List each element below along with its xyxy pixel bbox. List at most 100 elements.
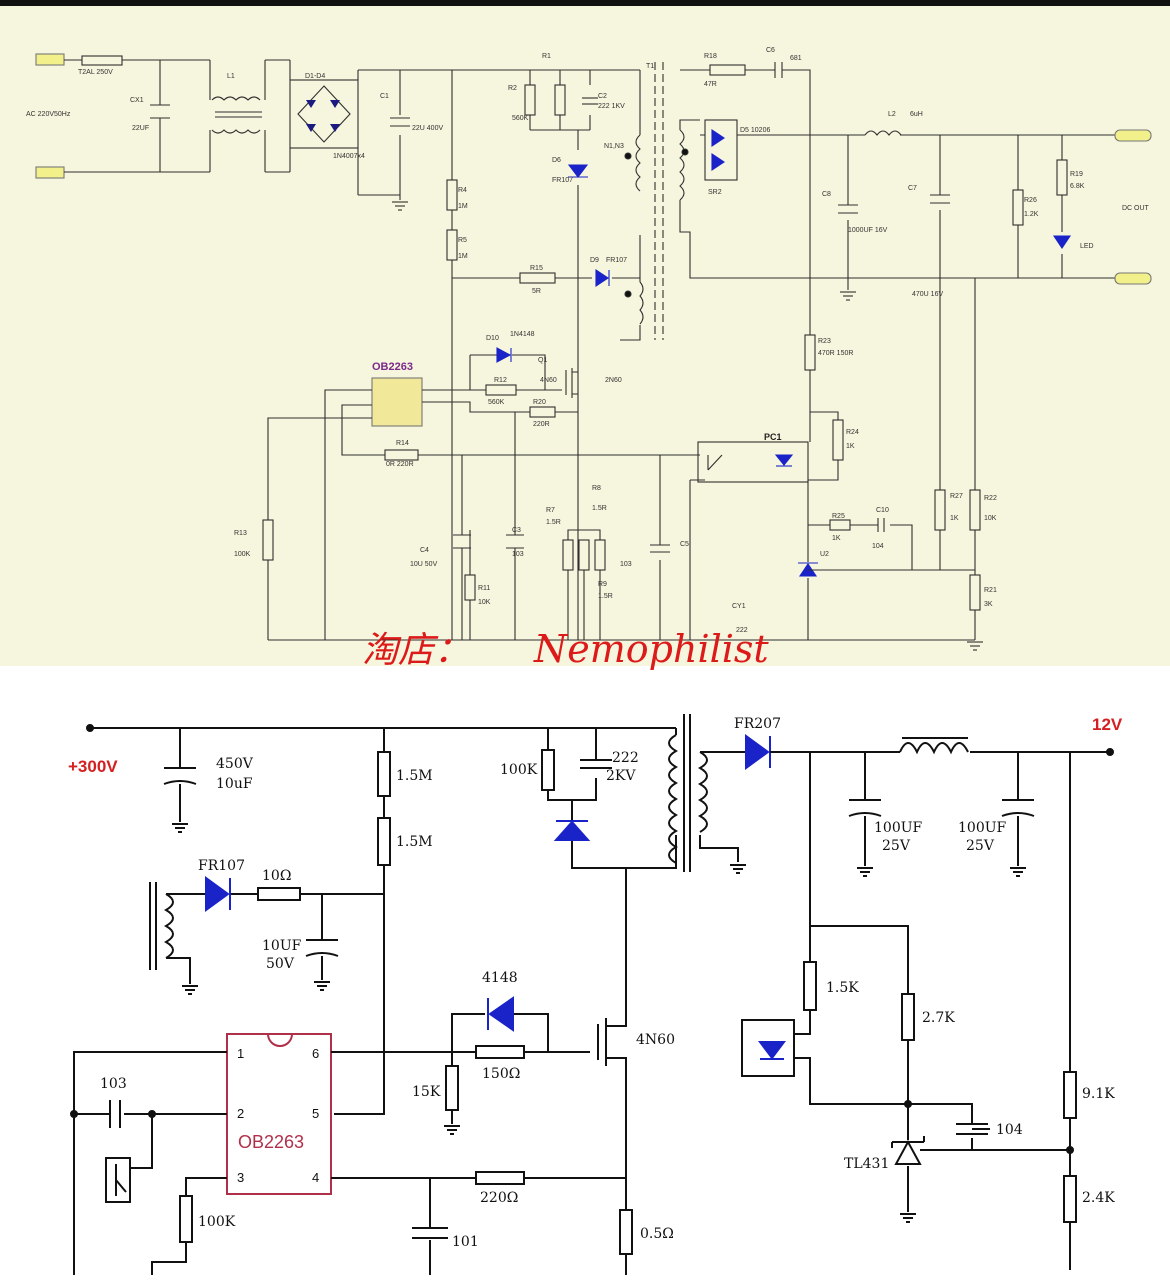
ref-led: LED xyxy=(1080,243,1094,250)
ref-cx1: CX1 xyxy=(130,97,144,104)
top-optocoupler-pc1 xyxy=(689,441,809,640)
divider-lower-label: 2.4K xyxy=(1082,1190,1115,1206)
bottom-aux-winding xyxy=(149,882,384,995)
pin3-resistor-label: 100K xyxy=(198,1214,236,1230)
input-cap-value: 10uF xyxy=(216,776,253,792)
ac-input-terminal-n xyxy=(35,166,65,179)
r18-value: 47R xyxy=(704,81,717,88)
ref-r20: R20 xyxy=(533,399,546,406)
output-cap1-voltage: 25V xyxy=(882,838,911,854)
output-diode-label: FR207 xyxy=(734,716,781,732)
ref-r2: R2 xyxy=(508,85,517,92)
ref-c3: C3 xyxy=(512,527,521,534)
ref-r24: R24 xyxy=(846,429,859,436)
top-border-bar xyxy=(0,0,1170,6)
ref-cy1: CY1 xyxy=(732,603,746,610)
ref-r12: R12 xyxy=(494,377,507,384)
dc-output-terminal-pos xyxy=(1114,129,1152,142)
ref-q1: Q1 xyxy=(538,357,547,364)
ref-r11: R11 xyxy=(478,585,490,592)
watermark-name: Nemophilist xyxy=(533,627,769,671)
fuse-label: T2AL 250V xyxy=(78,69,113,76)
ref-r25: R25 xyxy=(832,513,845,520)
r4-value: 1M xyxy=(458,203,468,210)
ref-r26: R26 xyxy=(1024,197,1037,204)
snubber-cap: 222 xyxy=(612,750,639,766)
ref-c10: C10 xyxy=(876,507,889,514)
ref-c7: C7 xyxy=(908,185,917,192)
ref-r9: R9 xyxy=(598,581,607,588)
ref-r19: R19 xyxy=(1070,171,1083,178)
transformer-t1 xyxy=(624,62,689,340)
r25-value: 1K xyxy=(832,535,841,542)
ref-l2: L2 xyxy=(888,111,896,118)
q1-type: 2N60 xyxy=(605,377,622,384)
ref-r5: R5 xyxy=(458,237,467,244)
ref-c5: C5 xyxy=(680,541,689,548)
divider-upper-label: 9.1K xyxy=(1082,1086,1115,1102)
ref-r14: R14 xyxy=(396,440,409,447)
ref-r15: R15 xyxy=(530,265,543,272)
bottom-ic-name: OB2263 xyxy=(238,1132,304,1152)
dc-output-terminal-neg xyxy=(1114,272,1152,285)
fuse xyxy=(81,55,123,66)
gate-resistor-label: 150Ω xyxy=(482,1066,520,1082)
aux-diode-label: FR107 xyxy=(198,858,245,874)
snubber-resistor: 100K xyxy=(500,762,538,778)
ref-c8: C8 xyxy=(822,191,831,198)
r14-value: 0R 220R xyxy=(386,461,414,468)
vcc-cap-value: 10UF xyxy=(262,938,302,954)
cs-cap-label: 101 xyxy=(452,1234,479,1250)
start-resistor-2: 1.5M xyxy=(396,834,433,850)
c4-value: 10U 50V xyxy=(410,561,438,568)
ref-r7: R7 xyxy=(546,507,555,514)
r7-value: 1.5R xyxy=(546,519,561,526)
bottom-mosfet xyxy=(597,868,627,1210)
gate-pulldown-label: 15K xyxy=(412,1084,441,1100)
r12b-value: 560K xyxy=(488,399,505,406)
r20-value: 220R xyxy=(533,421,550,428)
ref-d5: D5 10206 xyxy=(740,127,770,134)
top-ic-name: OB2263 xyxy=(372,361,413,373)
ref-n1n3: N1,N3 xyxy=(604,143,624,150)
cy1-value: 222 xyxy=(736,627,748,634)
tl431-label: TL431 xyxy=(844,1156,889,1172)
ref-bridge: D1-D4 xyxy=(305,73,325,80)
output-cap2-value: 100UF xyxy=(958,820,1007,836)
c3-value: 103 xyxy=(512,551,524,558)
r27-value: 1K xyxy=(950,515,959,522)
tl-resistor-label: 2.7K xyxy=(922,1010,955,1026)
r5-value: 1M xyxy=(458,253,468,260)
d5-value: SR2 xyxy=(708,189,722,196)
ref-c1: C1 xyxy=(380,93,389,100)
q1-value: 4N60 xyxy=(540,377,557,384)
ref-t1: T1 xyxy=(646,63,654,70)
l2-value: 6uH xyxy=(910,111,923,118)
cx1-value: 22UF xyxy=(132,125,149,132)
output-cap1-value: 100UF xyxy=(874,820,923,836)
ic-pin-5: 5 xyxy=(312,1106,319,1121)
ac-input-terminal-l xyxy=(35,53,65,66)
sense-resistor-label: 0.5Ω xyxy=(640,1226,674,1242)
d9-value: FR107 xyxy=(606,257,627,264)
ref-r21: R21 xyxy=(984,587,997,594)
bridge-value: 1N4007x4 xyxy=(333,153,365,160)
ref-d6: D6 xyxy=(552,157,561,164)
gate-diode-label: 4148 xyxy=(482,970,518,986)
c7-value: 470U 16V xyxy=(912,291,943,298)
top-ob2263-ic xyxy=(262,377,690,640)
c10-value: 104 xyxy=(872,543,884,550)
tl-cap-label: 104 xyxy=(996,1122,1023,1138)
r21-value: 3K xyxy=(984,601,993,608)
ref-r22: R22 xyxy=(984,495,997,502)
bottom-ob2263-ic xyxy=(226,1033,332,1195)
r9-value: 1.5R xyxy=(598,593,613,600)
bridge-rectifier xyxy=(289,60,359,195)
r24-value: 1K xyxy=(846,443,855,450)
ref-r13: R13 xyxy=(234,530,247,537)
start-resistor-1: 1.5M xyxy=(396,768,433,784)
vcc-cap-voltage: 50V xyxy=(266,956,295,972)
d6-value: FR107 xyxy=(552,177,573,184)
ref-r23: R23 xyxy=(818,338,831,345)
ref-r4: R4 xyxy=(458,187,467,194)
